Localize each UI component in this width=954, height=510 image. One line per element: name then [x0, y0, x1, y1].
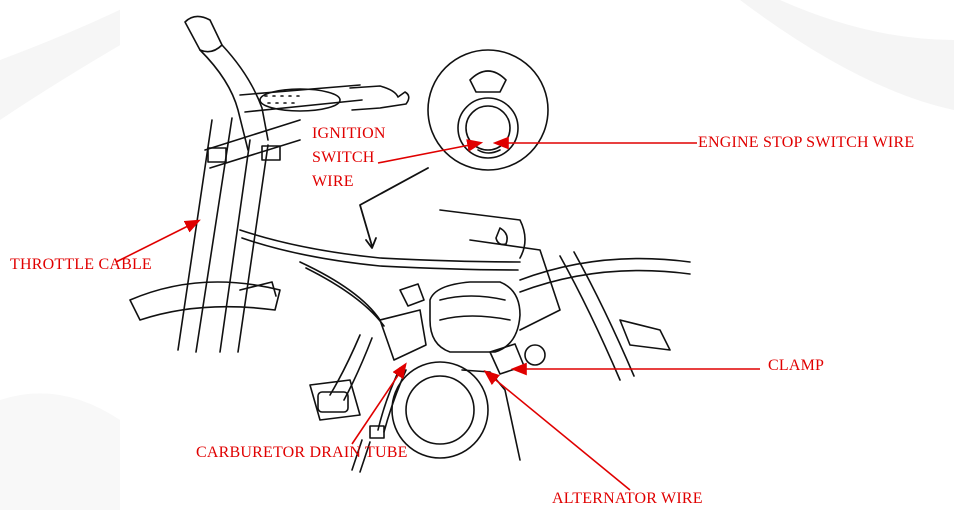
label-alternator-wire: ALTERNATOR WIRE: [552, 490, 703, 507]
label-clamp: CLAMP: [768, 357, 825, 374]
diagram-panel: [120, 0, 711, 482]
arrow-alternator-wire: [483, 369, 631, 491]
label-carburetor-drain-tube: CARBURETOR DRAIN TUBE: [196, 444, 408, 461]
label-engine-stop-switch-wire: ENGINE STOP SWITCH WIRE: [698, 134, 915, 151]
label-ignition-switch-wire: IGNITION SWITCH WIRE: [312, 125, 386, 190]
label-throttle-cable: THROTTLE CABLE: [10, 256, 152, 273]
arrow-throttle-cable: [115, 219, 201, 263]
arrow-carburetor-drain-tube: [351, 362, 407, 445]
arrow-ignition-switch-wire: [377, 139, 484, 164]
